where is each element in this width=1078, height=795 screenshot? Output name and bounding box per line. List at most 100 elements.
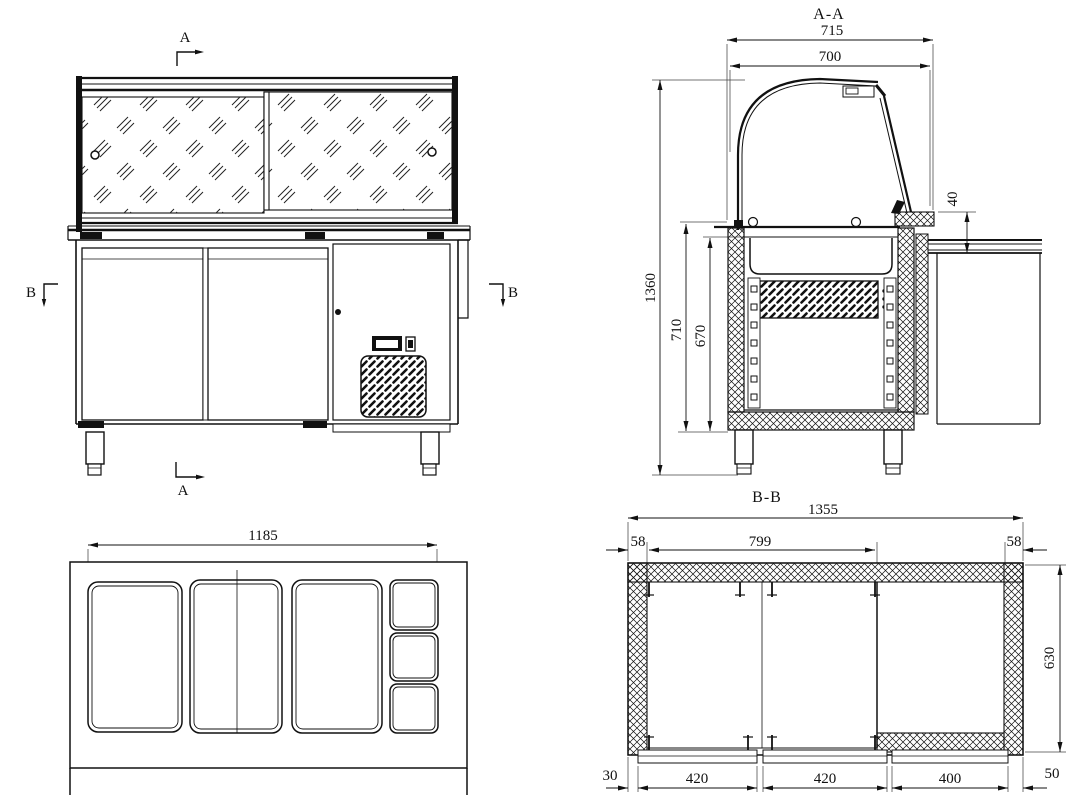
section-marker-b-left: B [26, 283, 58, 307]
dim-label-1185: 1185 [248, 528, 277, 544]
insulated-wall-left [627, 562, 648, 756]
bb-door-3[interactable] [891, 749, 1009, 764]
section-label-b-right: B [508, 285, 518, 301]
leg-foot [422, 463, 437, 476]
section-arrow-b-left [41, 299, 47, 307]
door-lock[interactable] [335, 309, 341, 315]
bb-body [627, 562, 1024, 764]
dim-label-710: 710 [669, 319, 685, 342]
plan-view: 1185 [69, 528, 468, 795]
insulated-wall-top [627, 562, 1024, 583]
section-label-b-left: B [26, 285, 36, 301]
section-bb-title: B-B [752, 489, 782, 506]
front-view: A A B B [26, 30, 518, 499]
leg-foot [885, 463, 901, 475]
track-stop [80, 232, 102, 239]
leg [883, 429, 903, 465]
bb-door-2[interactable] [762, 749, 888, 764]
pan-large-2 [189, 570, 283, 734]
dim-bb-799: 799 [649, 534, 878, 563]
dim-label-799: 799 [749, 534, 772, 550]
dim-label-420-2: 420 [814, 771, 837, 787]
insulated-wall-left [727, 227, 745, 413]
dim-bb-bottom-row: 30 420 420 400 50 [603, 757, 1060, 792]
temperature-display-screen [376, 340, 398, 348]
rim-knob [747, 216, 759, 228]
dim-label-58-right: 58 [1007, 534, 1022, 550]
dim-aa-710: 710 [669, 221, 728, 433]
machine-compartment-panel [332, 243, 451, 433]
dim-label-400: 400 [939, 771, 962, 787]
dim-label-715: 715 [821, 23, 844, 39]
dim-aa-1360: 1360 [643, 79, 745, 476]
dim-label-40: 40 [945, 192, 961, 207]
open-door-right[interactable] [928, 239, 1042, 425]
glass-door-right[interactable] [263, 91, 453, 211]
dim-label-1360: 1360 [643, 273, 659, 303]
leg [85, 431, 105, 465]
shelf-rail-right [883, 277, 897, 409]
hinge-brackets-bottom [644, 735, 880, 750]
door-insulation-strip [915, 233, 929, 415]
door-stile [263, 91, 270, 211]
leg-foot [736, 463, 752, 475]
front-legs [85, 431, 440, 476]
cabinet-door-middle[interactable] [207, 247, 329, 421]
shelf-rail-left [747, 277, 761, 409]
machine-compartment-bottom [876, 732, 1005, 753]
dim-label-1355: 1355 [808, 502, 838, 518]
dim-aa-670: 670 [693, 236, 747, 431]
section-marker-b-right: B [489, 283, 518, 307]
ventilation-grille [360, 355, 427, 418]
track-stop [427, 232, 444, 239]
canopy-hinge [874, 84, 887, 97]
front-glass-outer [882, 95, 913, 213]
pan-large-1 [87, 581, 183, 733]
section-aa-view: A-A 715 700 1360 710 [643, 6, 1042, 476]
front-glass-inner [879, 97, 908, 214]
dim-aa-700: 700 [729, 49, 931, 206]
countertop [67, 225, 471, 241]
door-knob-left[interactable] [90, 150, 100, 160]
dim-label-30: 30 [603, 768, 618, 784]
pan-small-3 [389, 683, 439, 734]
track-stop [305, 232, 325, 239]
dim-label-700: 700 [819, 49, 842, 65]
section-aa-legs [734, 429, 903, 475]
right-post [452, 76, 458, 223]
glass-door-left[interactable] [81, 96, 265, 214]
evaporator [759, 280, 879, 319]
hinge-brackets-top [644, 582, 880, 597]
pan-small-1 [389, 579, 439, 631]
leg [734, 429, 754, 465]
dim-aa-715: 715 [726, 23, 934, 220]
curved-glass-canopy [734, 77, 935, 230]
dim-label-670: 670 [693, 325, 709, 348]
dim-label-630: 630 [1042, 647, 1058, 670]
power-switch-button [408, 340, 413, 348]
dim-plan-1185: 1185 [87, 528, 438, 580]
dim-bb-58-left: 58 [606, 534, 648, 563]
glass-gasket [891, 200, 905, 214]
kick-strip [332, 423, 451, 433]
pan-small-2 [389, 632, 439, 682]
hinge-block [303, 421, 327, 428]
leg-foot [87, 463, 102, 476]
section-arrow-a-top [195, 49, 204, 55]
left-post [76, 76, 82, 232]
bb-door-1[interactable] [637, 749, 758, 764]
hinge-block [78, 421, 104, 428]
cabinet-door-left[interactable] [81, 247, 204, 421]
section-aa-title: A-A [813, 6, 844, 23]
rim-knob [850, 216, 862, 228]
insulated-bottom [727, 411, 915, 431]
section-label-a-bottom: A [178, 483, 189, 499]
pan-large-3 [291, 579, 383, 734]
glass-foot [734, 220, 743, 228]
side-step [458, 239, 469, 319]
door-knob-right[interactable] [427, 147, 437, 157]
section-bb-view: B-B 1355 58 799 58 630 [603, 489, 1066, 792]
dim-bb-1355: 1355 [627, 502, 1024, 561]
